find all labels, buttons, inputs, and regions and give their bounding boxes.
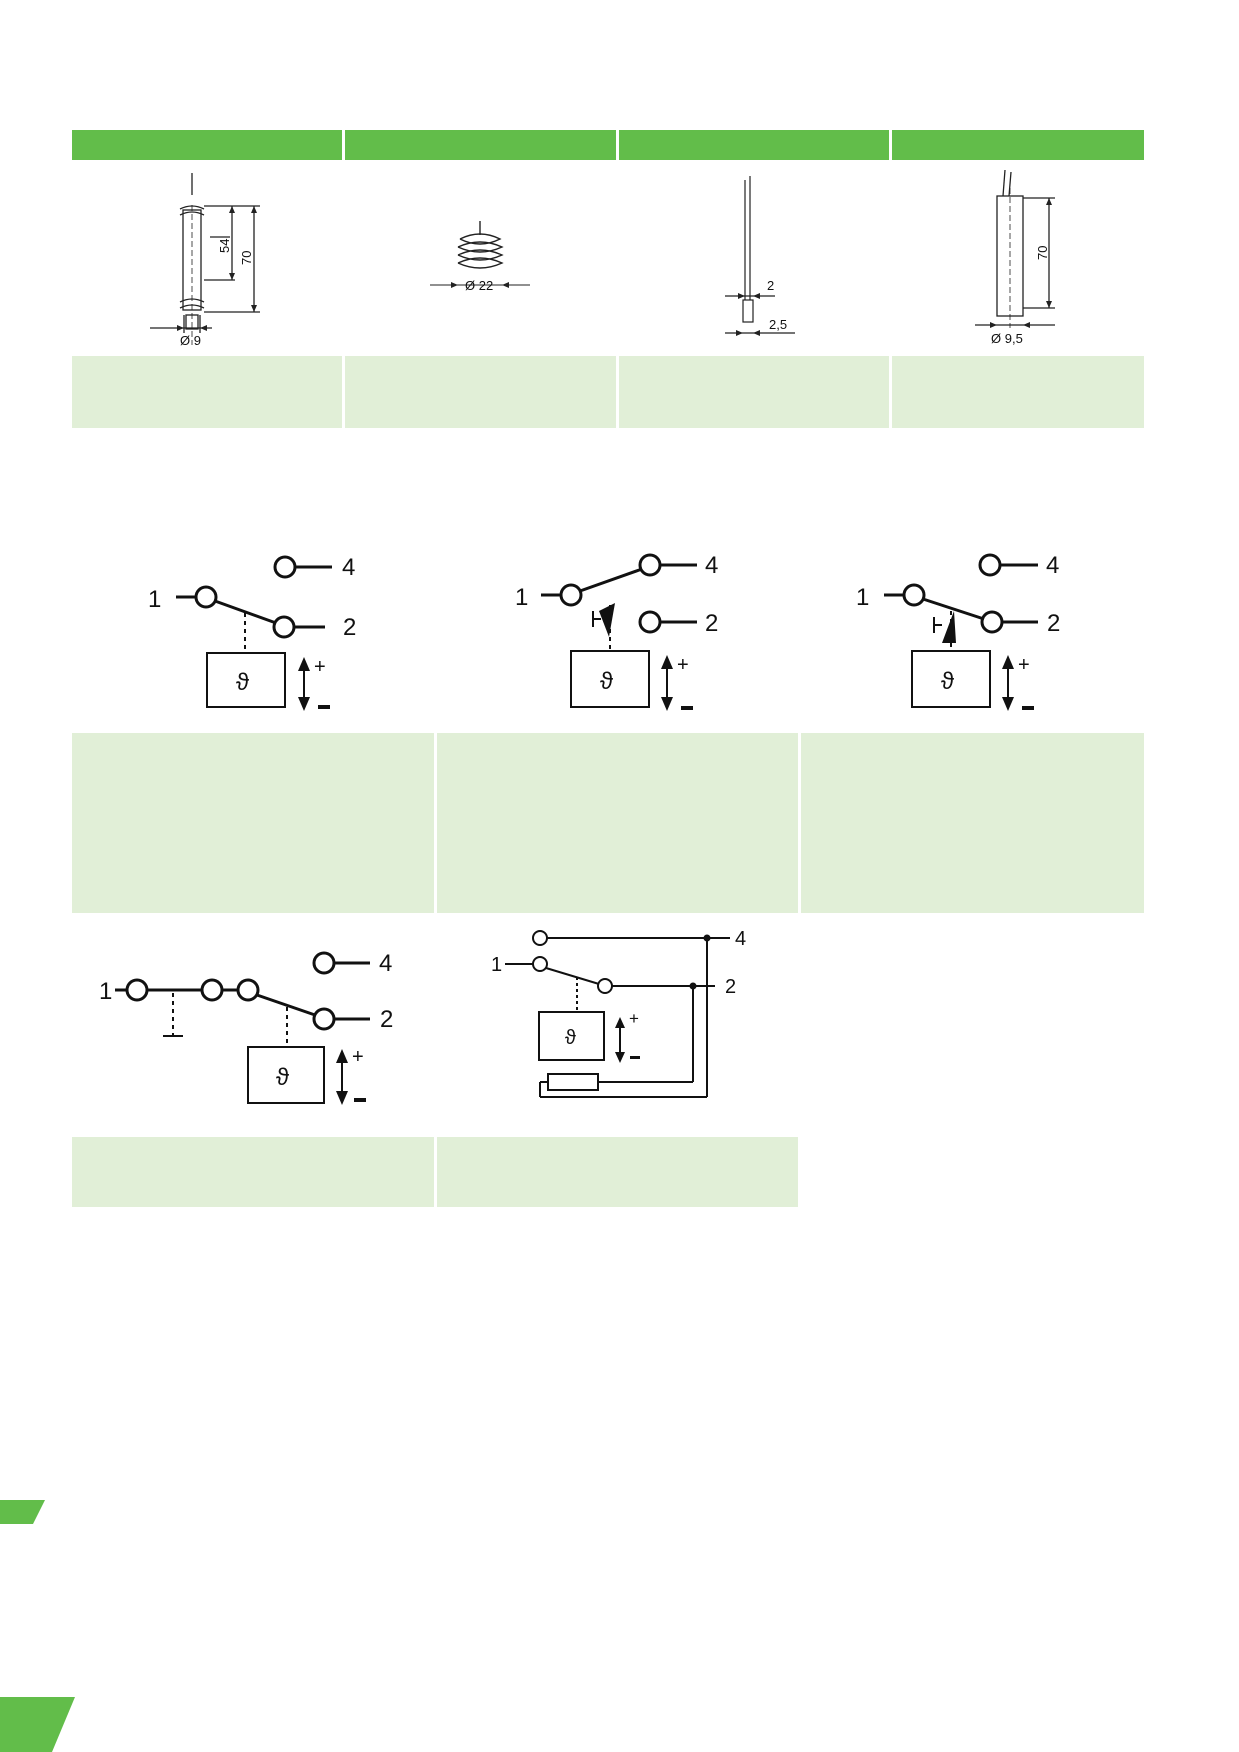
switch-schematic-4: 1 4 2 ϑ +	[99, 950, 393, 1105]
terminal-1-label: 1	[148, 586, 161, 613]
table-header-col-4	[892, 130, 1144, 160]
terminal-1-label-b: 1	[515, 584, 528, 611]
table-header-col-3	[619, 130, 889, 160]
switch-schematic-1: 1 4 2 ϑ +	[148, 554, 356, 711]
terminal-2-label-b: 2	[705, 610, 718, 637]
plus-symbol-d: +	[352, 1046, 364, 1068]
theta-symbol-d: ϑ	[276, 1064, 289, 1091]
sensor1-len-total-label: 70	[239, 251, 254, 265]
terminal-2-label-d: 2	[380, 1006, 393, 1033]
plus-symbol-e: +	[629, 1009, 639, 1028]
sensor3-dia-upper-label: 2	[767, 278, 774, 293]
terminal-4-label-e: 4	[735, 928, 746, 950]
plus-symbol-c: +	[1018, 654, 1030, 676]
page-tab-marker	[0, 1500, 45, 1524]
switch-schematic-5: 1 4 2 ϑ +	[491, 928, 746, 1098]
terminal-1-label-d: 1	[99, 978, 112, 1005]
function-desc-cell-5	[437, 1137, 798, 1207]
sensor-drawing-2: Ø 22	[430, 221, 530, 293]
terminal-4-label-c: 4	[1046, 552, 1059, 579]
terminal-4-label: 4	[342, 554, 355, 581]
function-desc-cell-4	[72, 1137, 434, 1207]
function-desc-cell-2	[437, 733, 798, 913]
theta-symbol-b: ϑ	[600, 668, 613, 695]
plus-symbol-b: +	[677, 654, 689, 676]
terminal-4-label-b: 4	[705, 552, 718, 579]
sensor-desc-cell-2	[345, 356, 616, 428]
sensor-drawing-3: 2 2,5	[725, 176, 795, 336]
sensor-desc-cell-4	[892, 356, 1144, 428]
theta-symbol-c: ϑ	[941, 668, 954, 695]
theta-symbol: ϑ	[236, 669, 249, 696]
theta-symbol-e: ϑ	[565, 1027, 576, 1049]
sensor-drawing-4: 70 Ø 9,5	[975, 169, 1055, 346]
terminal-4-label-d: 4	[379, 950, 392, 977]
terminal-1-label-e: 1	[491, 954, 502, 976]
table-header-col-1	[72, 130, 342, 160]
sensor4-len-label: 70	[1035, 246, 1050, 260]
sensor1-dia-label: Ø 9	[180, 333, 201, 348]
sensor3-dia-lower-label: 2,5	[769, 317, 787, 332]
sensor-drawing-1: Ø 9 54 70	[150, 173, 260, 348]
function-desc-cell-3	[801, 733, 1144, 913]
sensor2-dia-label: Ø 22	[465, 278, 493, 293]
terminal-2-label: 2	[343, 614, 356, 641]
terminal-2-label-c: 2	[1047, 610, 1060, 637]
table-header-col-2	[345, 130, 616, 160]
switch-schematic-3: 1 4 2 ϑ +	[856, 552, 1060, 711]
sensor1-len-inner-label: 54	[217, 239, 232, 253]
terminal-2-label-e: 2	[725, 976, 736, 998]
terminal-1-label-c: 1	[856, 584, 869, 611]
page-corner-marker	[0, 1697, 75, 1752]
switch-schematic-2: 1 4 2 ϑ +	[515, 552, 718, 711]
sensor-desc-cell-1	[72, 356, 342, 428]
plus-symbol: +	[314, 656, 326, 678]
sensor-desc-cell-3	[619, 356, 889, 428]
sensor4-dia-label: Ø 9,5	[991, 331, 1023, 346]
function-desc-cell-1	[72, 733, 434, 913]
